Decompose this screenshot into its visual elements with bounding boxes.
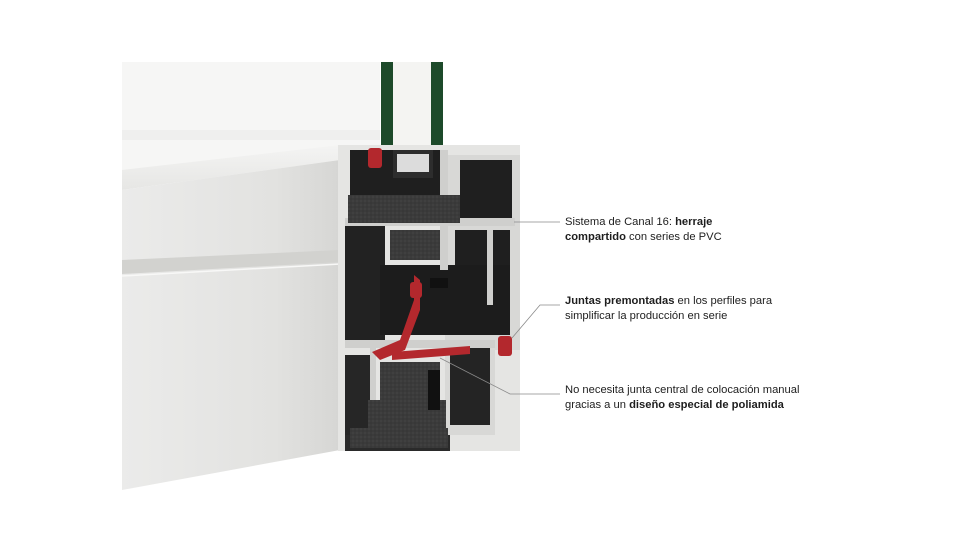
cavity-lower-right xyxy=(450,345,490,425)
leader-line-3 xyxy=(439,357,560,395)
glass-gap xyxy=(393,62,431,154)
wall-horizontal-2 xyxy=(345,340,495,348)
foam-insert-base xyxy=(350,428,448,448)
background-pane-shadow xyxy=(122,130,380,140)
gasket-right xyxy=(498,336,512,356)
polyamide-strip xyxy=(372,275,420,360)
glass-pane-right xyxy=(431,62,443,154)
glass-pane-left xyxy=(381,62,393,154)
profile-front-face xyxy=(122,160,340,490)
profile-groove-highlight xyxy=(121,263,341,277)
wall-vertical-3 xyxy=(487,230,493,305)
callout-3-text-a: No necesita junta central de colocación … xyxy=(565,384,800,396)
glass-spacer-white xyxy=(397,154,429,172)
callout-canal-16: Sistema de Canal 16: herraje compartido … xyxy=(565,215,825,244)
foam-insert-upper xyxy=(390,230,440,260)
foam-insert-top xyxy=(348,195,460,223)
cavity-left-mid xyxy=(345,225,385,345)
profile-groove xyxy=(122,250,340,274)
leader-line-2 xyxy=(511,304,560,339)
callout-juntas-premontadas: Juntas premontadas en los perfiles para … xyxy=(565,294,825,323)
callout-2-text-b: simplificar la producción en serie xyxy=(565,309,728,322)
weatherstrip-2 xyxy=(428,370,440,410)
profile-top-face xyxy=(122,145,340,190)
callout-3-text-b: gracias a un xyxy=(565,398,630,411)
callout-2-text-a: en los perfiles para xyxy=(674,295,773,307)
callout-1-bold-b: compartido xyxy=(565,230,626,243)
weatherstrip xyxy=(430,278,448,288)
callout-1-text-b: con series de PVC xyxy=(625,230,722,243)
cavity-upper-right xyxy=(460,160,512,220)
callout-1-bold-a: herraje xyxy=(675,216,713,228)
wall-vertical-2 xyxy=(370,345,376,440)
polyamide-strip-2 xyxy=(392,346,470,360)
callout-1-text-a: Sistema de Canal 16: xyxy=(565,216,676,228)
gasket-top-left xyxy=(368,148,382,168)
callout-3-bold-a: diseño especial de poliamida xyxy=(629,398,784,411)
callout-2-bold-a: Juntas premontadas xyxy=(565,295,675,307)
callout-poliamida: No necesita junta central de colocación … xyxy=(565,383,825,412)
gasket-center xyxy=(410,282,422,298)
